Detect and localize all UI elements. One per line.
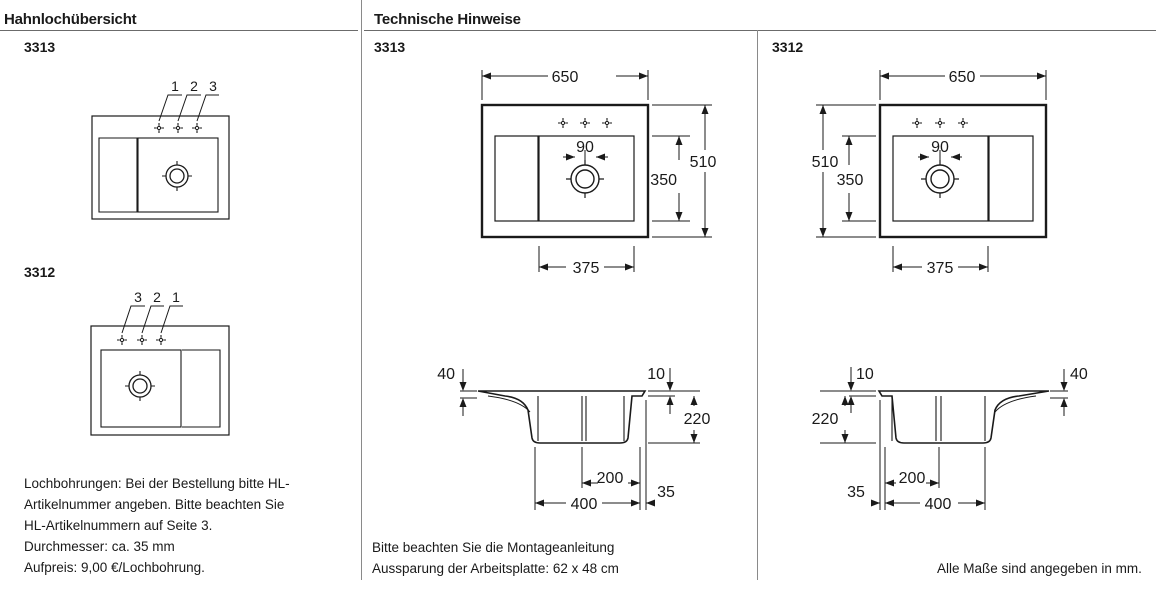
- bowl: [538, 135, 635, 222]
- sink-section: [877, 390, 1050, 444]
- dim-width-650: 650: [949, 69, 976, 86]
- taphole-diagram-3313: [91, 94, 230, 220]
- hole-number-2: 2: [153, 289, 161, 305]
- dim-depth-510: 510: [690, 154, 717, 171]
- dim-drain-90: 90: [576, 139, 594, 156]
- drain-icon: [124, 370, 156, 402]
- tap-hole-icon: [579, 117, 591, 129]
- tap-hole-icon: [957, 117, 969, 129]
- model-label-3313-taphole: 3313: [24, 39, 56, 55]
- column-divider-right: [757, 30, 758, 580]
- note-line: Artikelnummer angeben. Bitte beachten Si…: [24, 497, 285, 512]
- column-divider-left: [361, 0, 362, 580]
- tap-hole-1-icon: [153, 122, 165, 134]
- model-label-3313-technical: 3313: [374, 39, 406, 55]
- dim-bowl-height-220: 220: [684, 411, 711, 428]
- dim-cabinet-offset-200: 200: [597, 470, 624, 487]
- dim-bowl-height-220: 220: [812, 411, 839, 428]
- hole-number-2: 2: [190, 78, 198, 94]
- sink-section: [477, 390, 647, 444]
- sink-outline: [90, 325, 230, 436]
- dim-bowl-depth-350: 350: [837, 172, 864, 189]
- drain-icon: [565, 159, 605, 199]
- tap-hole-icon: [557, 117, 569, 129]
- bowl: [892, 135, 989, 222]
- note-line: Lochbohrungen: Bei der Bestellung bitte …: [24, 476, 290, 491]
- installation-notes: Bitte beachten Sie die Montageanleitung …: [372, 537, 619, 579]
- hole-number-3: 3: [209, 78, 217, 94]
- dim-cabinet-offset-200: 200: [899, 470, 926, 487]
- dim-side-gap-35: 35: [657, 484, 675, 501]
- tap-hole-1-icon: [155, 334, 167, 346]
- tap-hole-3-icon: [191, 122, 203, 134]
- top-view-3313: [480, 70, 712, 272]
- bowl: [137, 137, 219, 213]
- tap-hole-icon: [934, 117, 946, 129]
- tap-hole-2-icon: [136, 334, 148, 346]
- dim-rim-thickness-10: 10: [856, 366, 874, 383]
- dim-cabinet-width-400: 400: [571, 496, 598, 513]
- model-label-3312-technical: 3312: [772, 39, 804, 55]
- tap-hole-icon: [601, 117, 613, 129]
- section-header-tap-holes: Hahnlochübersicht: [4, 11, 137, 28]
- drain-icon: [161, 160, 193, 192]
- drainboard: [182, 349, 221, 428]
- taphole-notes: Lochbohrungen: Bei der Bestellung bitte …: [24, 473, 290, 578]
- tap-hole-2-icon: [172, 122, 184, 134]
- dim-bowl-depth-350: 350: [650, 172, 677, 189]
- note-line: Durchmesser: ca. 35 mm: [24, 539, 175, 554]
- leader-lines: [158, 94, 219, 122]
- taphole-diagram-3312: [90, 305, 230, 436]
- top-view-3312: [816, 70, 1048, 272]
- dim-cabinet-width-400: 400: [925, 496, 952, 513]
- sink-outline: [91, 115, 230, 220]
- hole-number-1: 1: [172, 289, 180, 305]
- tap-hole-icon: [911, 117, 923, 129]
- bowl: [100, 349, 182, 428]
- hole-number-3: 3: [134, 289, 142, 305]
- dim-bowl-width-375: 375: [927, 260, 954, 277]
- header-rule-right: [364, 30, 1156, 31]
- section-view-3313: [460, 368, 700, 510]
- drainboard: [988, 135, 1034, 222]
- hole-number-1: 1: [171, 78, 179, 94]
- sink-outline: [480, 103, 650, 239]
- note-line: Bitte beachten Sie die Montageanleitung: [372, 540, 615, 555]
- dim-depth-510: 510: [812, 154, 839, 171]
- dim-bowl-width-375: 375: [573, 260, 600, 277]
- dim-drain-90: 90: [931, 139, 949, 156]
- leader-lines: [121, 305, 183, 334]
- note-line: Aussparung der Arbeitsplatte: 62 x 48 cm: [372, 561, 619, 576]
- model-label-3312-taphole: 3312: [24, 264, 56, 280]
- sink-outline: [878, 103, 1048, 239]
- header-rule-left: [0, 30, 358, 31]
- drainboard: [98, 137, 138, 213]
- dim-rim-height-40: 40: [437, 366, 455, 383]
- note-line: Aufpreis: 9,00 €/Lochbohrung.: [24, 560, 205, 575]
- tap-hole-3-icon: [116, 334, 128, 346]
- note-line: HL-Artikelnummern auf Seite 3.: [24, 518, 213, 533]
- drainboard: [494, 135, 539, 222]
- drain-icon: [920, 159, 960, 199]
- dim-rim-thickness-10: 10: [647, 366, 665, 383]
- dim-rim-height-40: 40: [1070, 366, 1088, 383]
- units-note: Alle Maße sind angegeben in mm.: [937, 561, 1142, 576]
- dim-side-gap-35: 35: [847, 484, 865, 501]
- section-header-technical-notes: Technische Hinweise: [374, 11, 521, 28]
- dim-width-650: 650: [552, 69, 579, 86]
